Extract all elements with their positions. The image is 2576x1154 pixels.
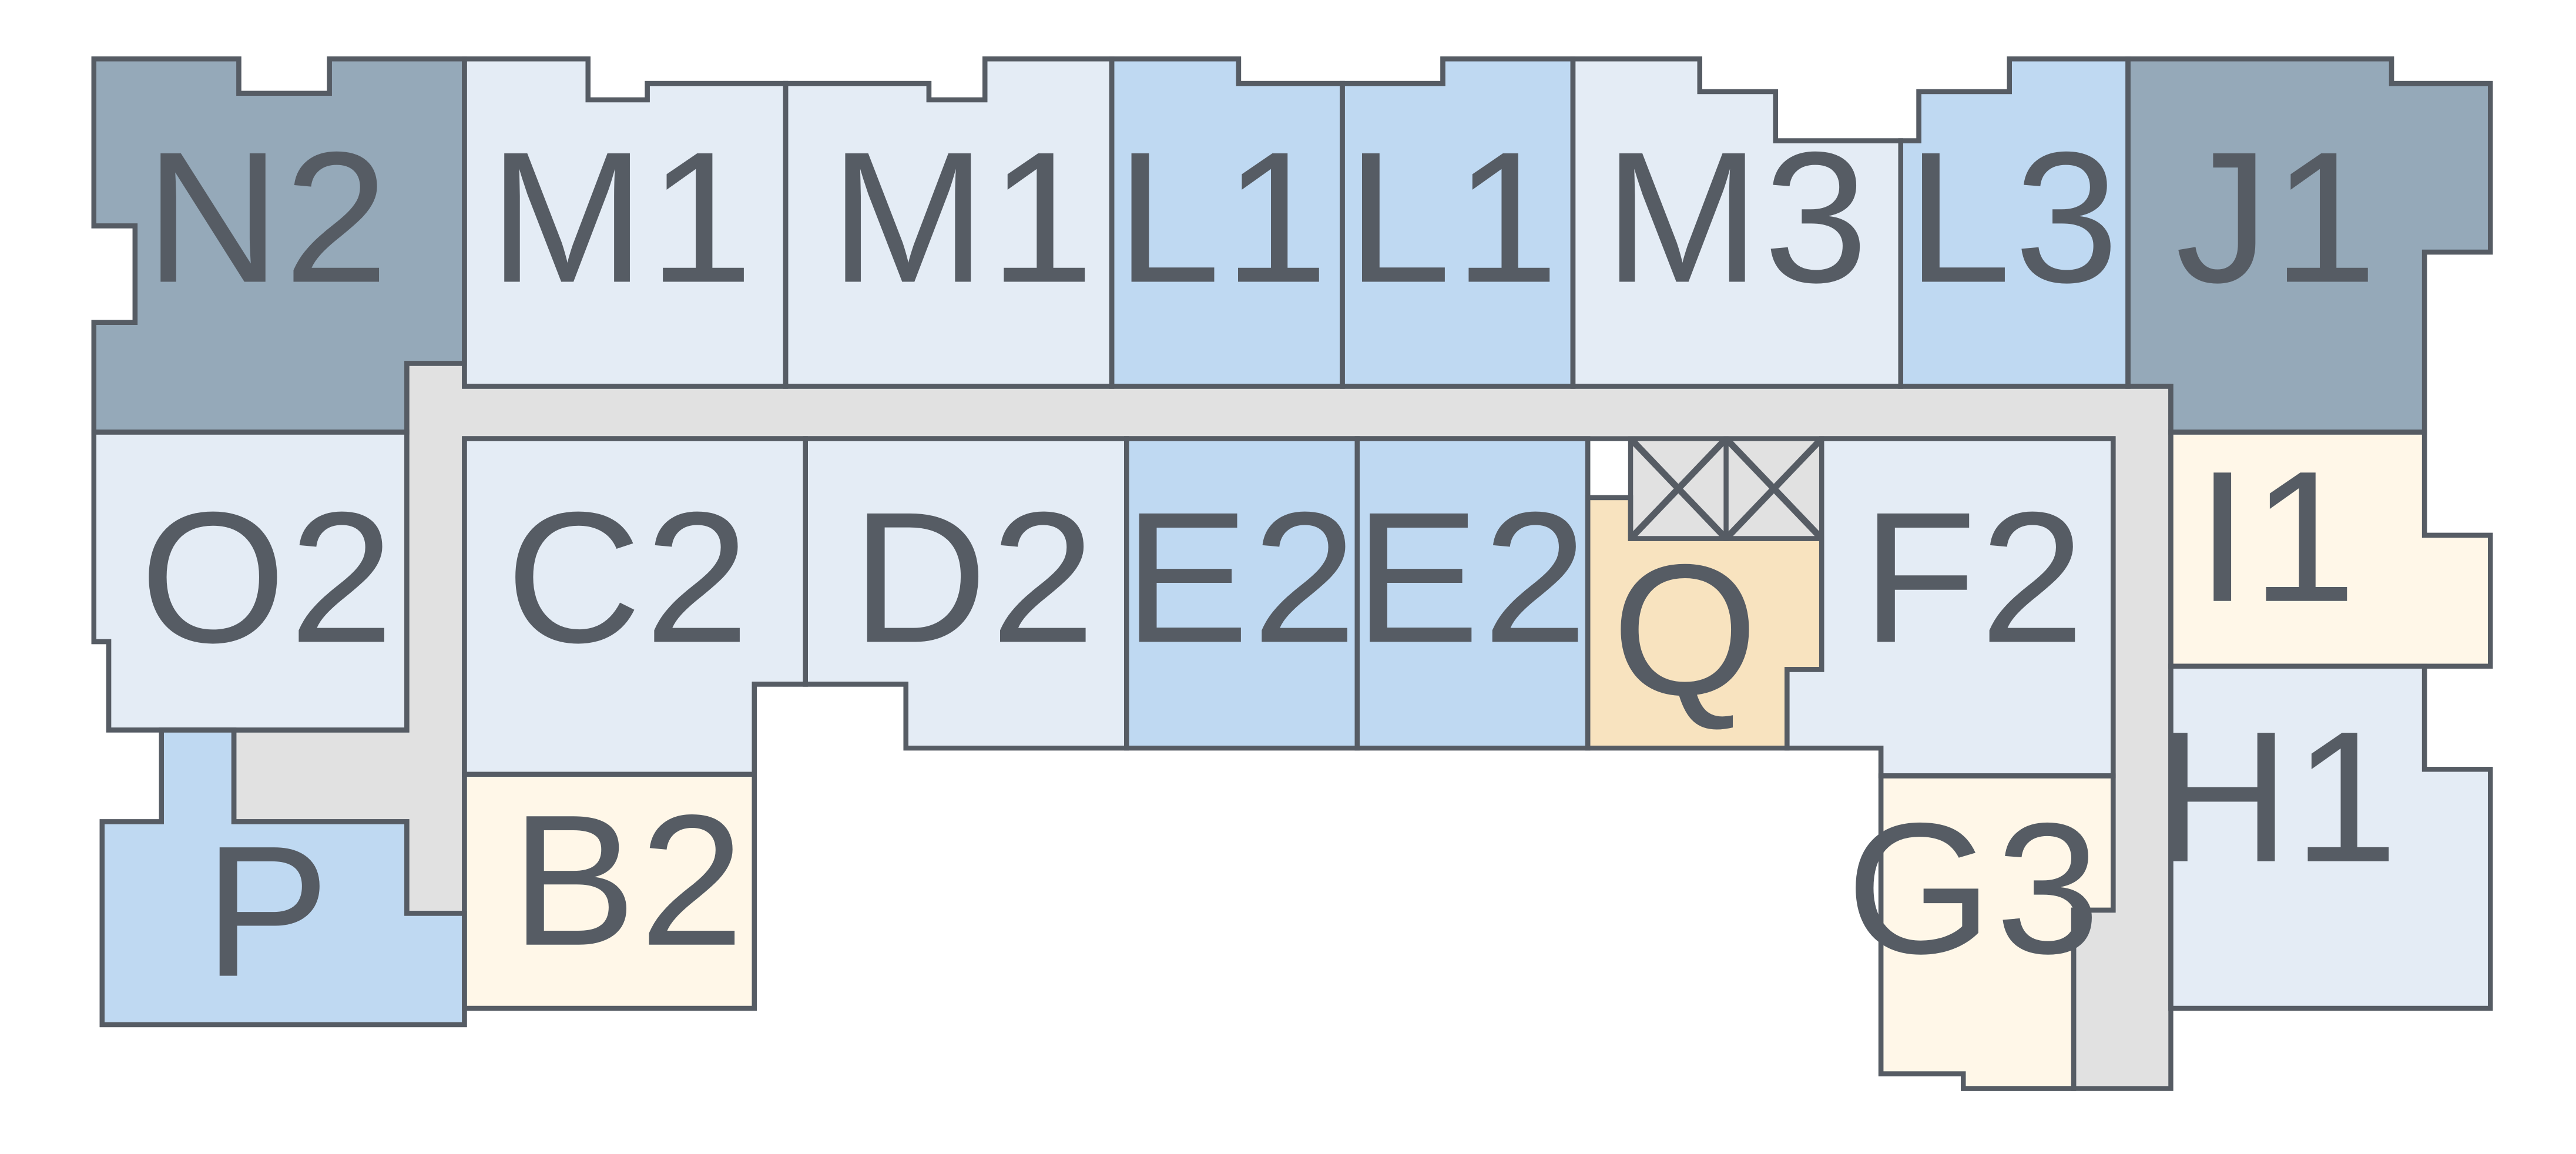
unit-i1-label: I1 [2196, 432, 2360, 641]
unit-outline [783, 56, 1115, 389]
corridor [234, 363, 2171, 1089]
unit-outline [1898, 56, 2131, 389]
unit-l1-left-label: L1 [1116, 113, 1331, 321]
unit-e2-left-label: E2 [1123, 473, 1360, 682]
unit-g3-label: G3 [1846, 784, 2103, 993]
unit-e2-right-label: E2 [1354, 473, 1591, 682]
unit-m1-left-label: M1 [489, 113, 756, 321]
unit-d2-label: D2 [852, 473, 1099, 682]
elevator-shaft-left [1628, 436, 1729, 541]
unit-outline [2168, 663, 2493, 1011]
unit-outline [462, 771, 757, 1011]
unit-outline [91, 56, 467, 435]
unit-outline [1785, 436, 2116, 779]
unit-outline [2125, 56, 2493, 435]
unit-b2-label: B2 [511, 776, 747, 985]
unit-l1-right-label: L1 [1347, 113, 1562, 321]
unit-n2-label: N2 [145, 113, 392, 321]
unit-outline [1570, 56, 1903, 389]
unit-m3-label: M3 [1604, 113, 1871, 321]
unit-m1-right-label: M1 [830, 113, 1097, 321]
unit-outlines [91, 56, 2493, 1091]
unit-q-label: Q [1612, 525, 1761, 734]
unit-l3-label: L3 [1907, 113, 2122, 321]
unit-c2-label: C2 [506, 473, 753, 682]
elevator-shaft-right [1723, 436, 1824, 541]
unit-p-label: P [204, 807, 333, 1016]
unit-outline [462, 56, 789, 389]
unit-f2-label: F2 [1862, 473, 2088, 682]
unit-outline [91, 430, 410, 733]
unit-h1-label: H1 [2155, 693, 2401, 901]
unit-o2-label: O2 [140, 473, 397, 682]
unit-outline [1878, 773, 2116, 1091]
unit-j1-label: J1 [2175, 113, 2380, 321]
